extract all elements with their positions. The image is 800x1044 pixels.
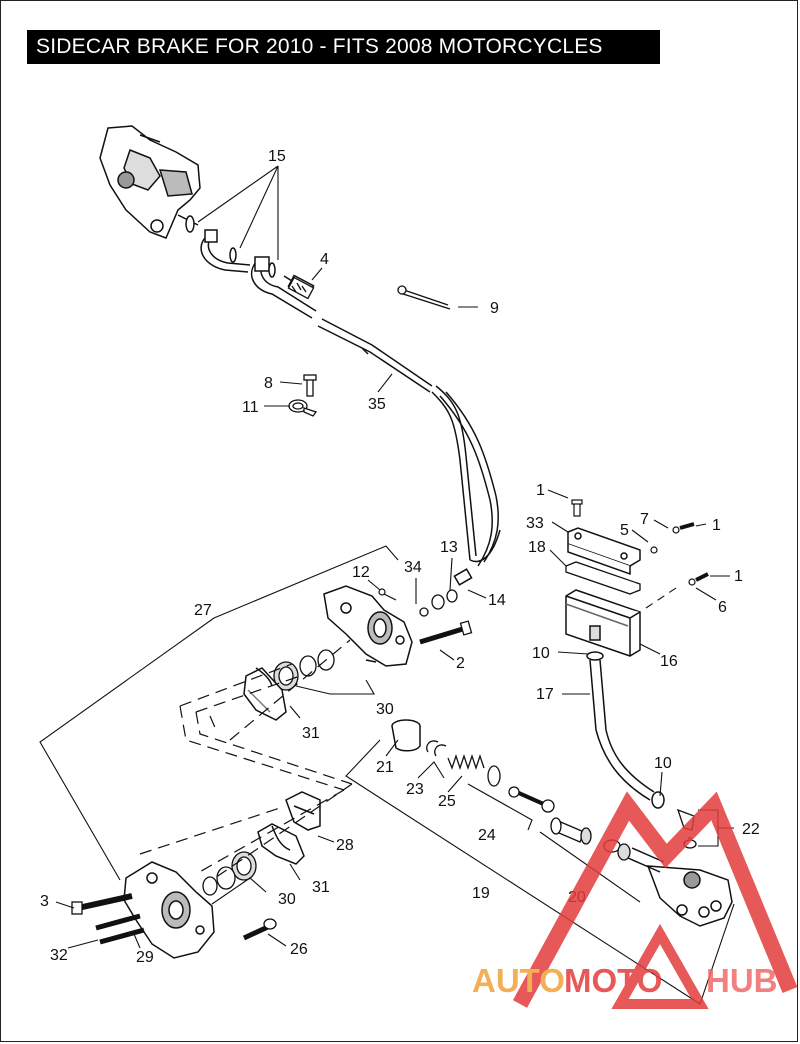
callout-1: 1 [536, 482, 545, 499]
callout-15: 15 [268, 148, 286, 165]
master-cylinder-body [627, 847, 733, 927]
callout-30: 30 [376, 701, 394, 718]
callout-3: 3 [40, 893, 49, 910]
spring-25 [447, 753, 501, 787]
callout-22: 22 [742, 821, 760, 838]
upper-caliper [99, 125, 201, 239]
diagram-title: SIDECAR BRAKE FOR 2010 - FITS 2008 MOTOR… [27, 30, 660, 64]
clamp-11 [288, 399, 318, 417]
callout-34: 34 [404, 559, 422, 576]
fitting-4 [287, 276, 315, 300]
bleeder-12 [378, 588, 397, 601]
watermark-moto: MOTO [564, 962, 662, 999]
callout-2: 2 [456, 655, 465, 672]
callout-24: 24 [478, 827, 496, 844]
upper-brake-line [177, 214, 501, 563]
callout-10: 10 [654, 755, 672, 772]
lower-caliper-29 [123, 861, 215, 959]
banjo-13 [419, 589, 458, 617]
callout-12: 12 [352, 564, 370, 581]
callout-28: 28 [336, 837, 354, 854]
lower-pistons-30 [202, 851, 257, 896]
callout-23: 23 [406, 781, 424, 798]
callout-16: 16 [660, 653, 678, 670]
callout-7: 7 [640, 511, 649, 528]
callouts: 1 1 1 2 3 4 5 6 7 8 9 10 10 11 12 13 14 … [40, 148, 760, 966]
hose-17 [586, 651, 665, 809]
upper-pistons-30 [273, 649, 335, 691]
callout-11: 11 [242, 399, 259, 416]
upper-pad-31 [243, 667, 287, 721]
reservoir-screws [571, 499, 709, 586]
callout-10: 10 [532, 645, 550, 662]
pad-clip-28 [285, 791, 321, 831]
pins-32 [95, 913, 145, 945]
reservoir-cover-33 [567, 527, 641, 576]
watermark-auto: AUTO [472, 962, 565, 999]
callout-18: 18 [528, 539, 546, 556]
gasket-18 [565, 561, 641, 595]
callout-31: 31 [312, 879, 330, 896]
callout-32: 32 [50, 947, 68, 964]
callout-21: 21 [376, 759, 394, 776]
callout-9: 9 [490, 300, 499, 317]
bolt-8 [303, 374, 317, 397]
callout-5: 5 [620, 522, 629, 539]
callout-25: 25 [438, 793, 456, 810]
lower-pad-31 [257, 823, 305, 865]
callout-1: 1 [712, 517, 721, 534]
callout-17: 17 [536, 686, 554, 703]
callout-26: 26 [290, 941, 308, 958]
callout-4: 4 [320, 251, 329, 268]
callout-8: 8 [264, 375, 273, 392]
callout-30: 30 [278, 891, 296, 908]
callout-1: 1 [734, 568, 743, 585]
sidecar-brake-line [439, 391, 499, 586]
callout-13: 13 [440, 539, 458, 556]
callout-29: 29 [136, 949, 154, 966]
bolt-9 [397, 285, 451, 310]
callout-27: 27 [194, 602, 212, 619]
alignment-dashes [139, 639, 353, 881]
watermark-hub: HUB [706, 962, 778, 999]
callout-35: 35 [368, 396, 386, 413]
piston-assembly [508, 786, 631, 861]
reservoir-16 [565, 589, 641, 657]
bolt-2 [419, 620, 473, 645]
callout-6: 6 [718, 599, 727, 616]
callout-33: 33 [526, 515, 544, 532]
callout-31: 31 [302, 725, 320, 742]
watermark-logo: AUTO MOTO HUB [472, 791, 798, 1009]
sidecar-caliper-housing [323, 585, 413, 667]
callout-19: 19 [472, 885, 490, 902]
clip-23 [426, 740, 447, 757]
callout-14: 14 [488, 592, 506, 609]
bleeder-26 [242, 918, 277, 941]
bolt-3 [71, 893, 133, 915]
boot-21 [391, 719, 421, 752]
